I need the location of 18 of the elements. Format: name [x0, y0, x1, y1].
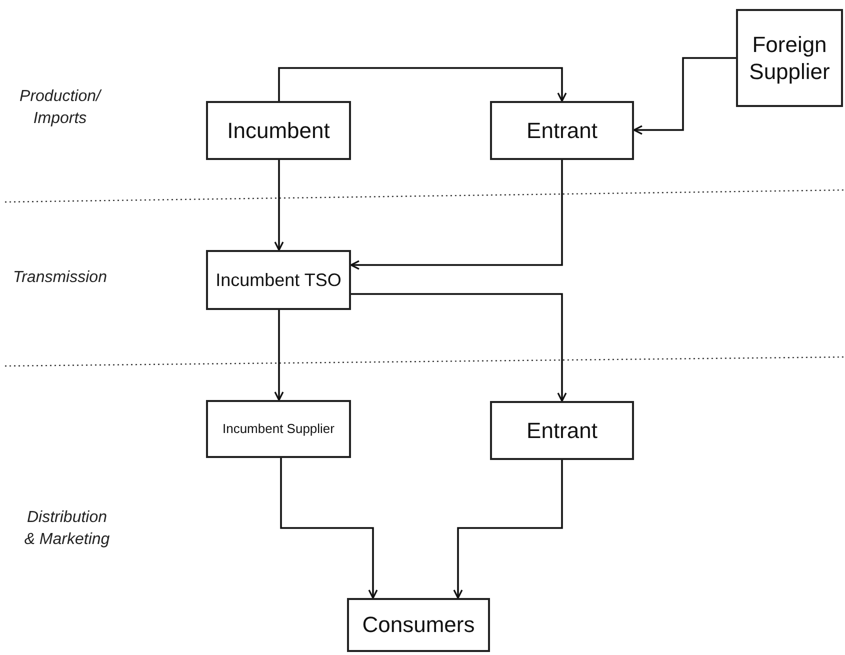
process-box: Entrant [490, 401, 634, 460]
process-box: Incumbent TSO [206, 250, 351, 310]
arrow [350, 160, 563, 270]
layer-label: Production/ Imports [18, 87, 103, 129]
layer-label: Transmission [12, 268, 108, 288]
arrow [633, 57, 736, 135]
process-box: Incumbent [206, 101, 351, 160]
arrow [280, 458, 378, 599]
process-box: Consumers [347, 598, 490, 652]
arrow [278, 67, 567, 102]
arrow [274, 310, 284, 401]
arrow [453, 460, 563, 599]
process-box: Incumbent Supplier [206, 400, 351, 458]
arrow [274, 160, 284, 251]
arrow [351, 293, 567, 402]
layer-label: Distribution & Marketing [23, 508, 111, 550]
process-box: Foreign Supplier [736, 9, 843, 107]
process-box: Entrant [490, 101, 634, 160]
